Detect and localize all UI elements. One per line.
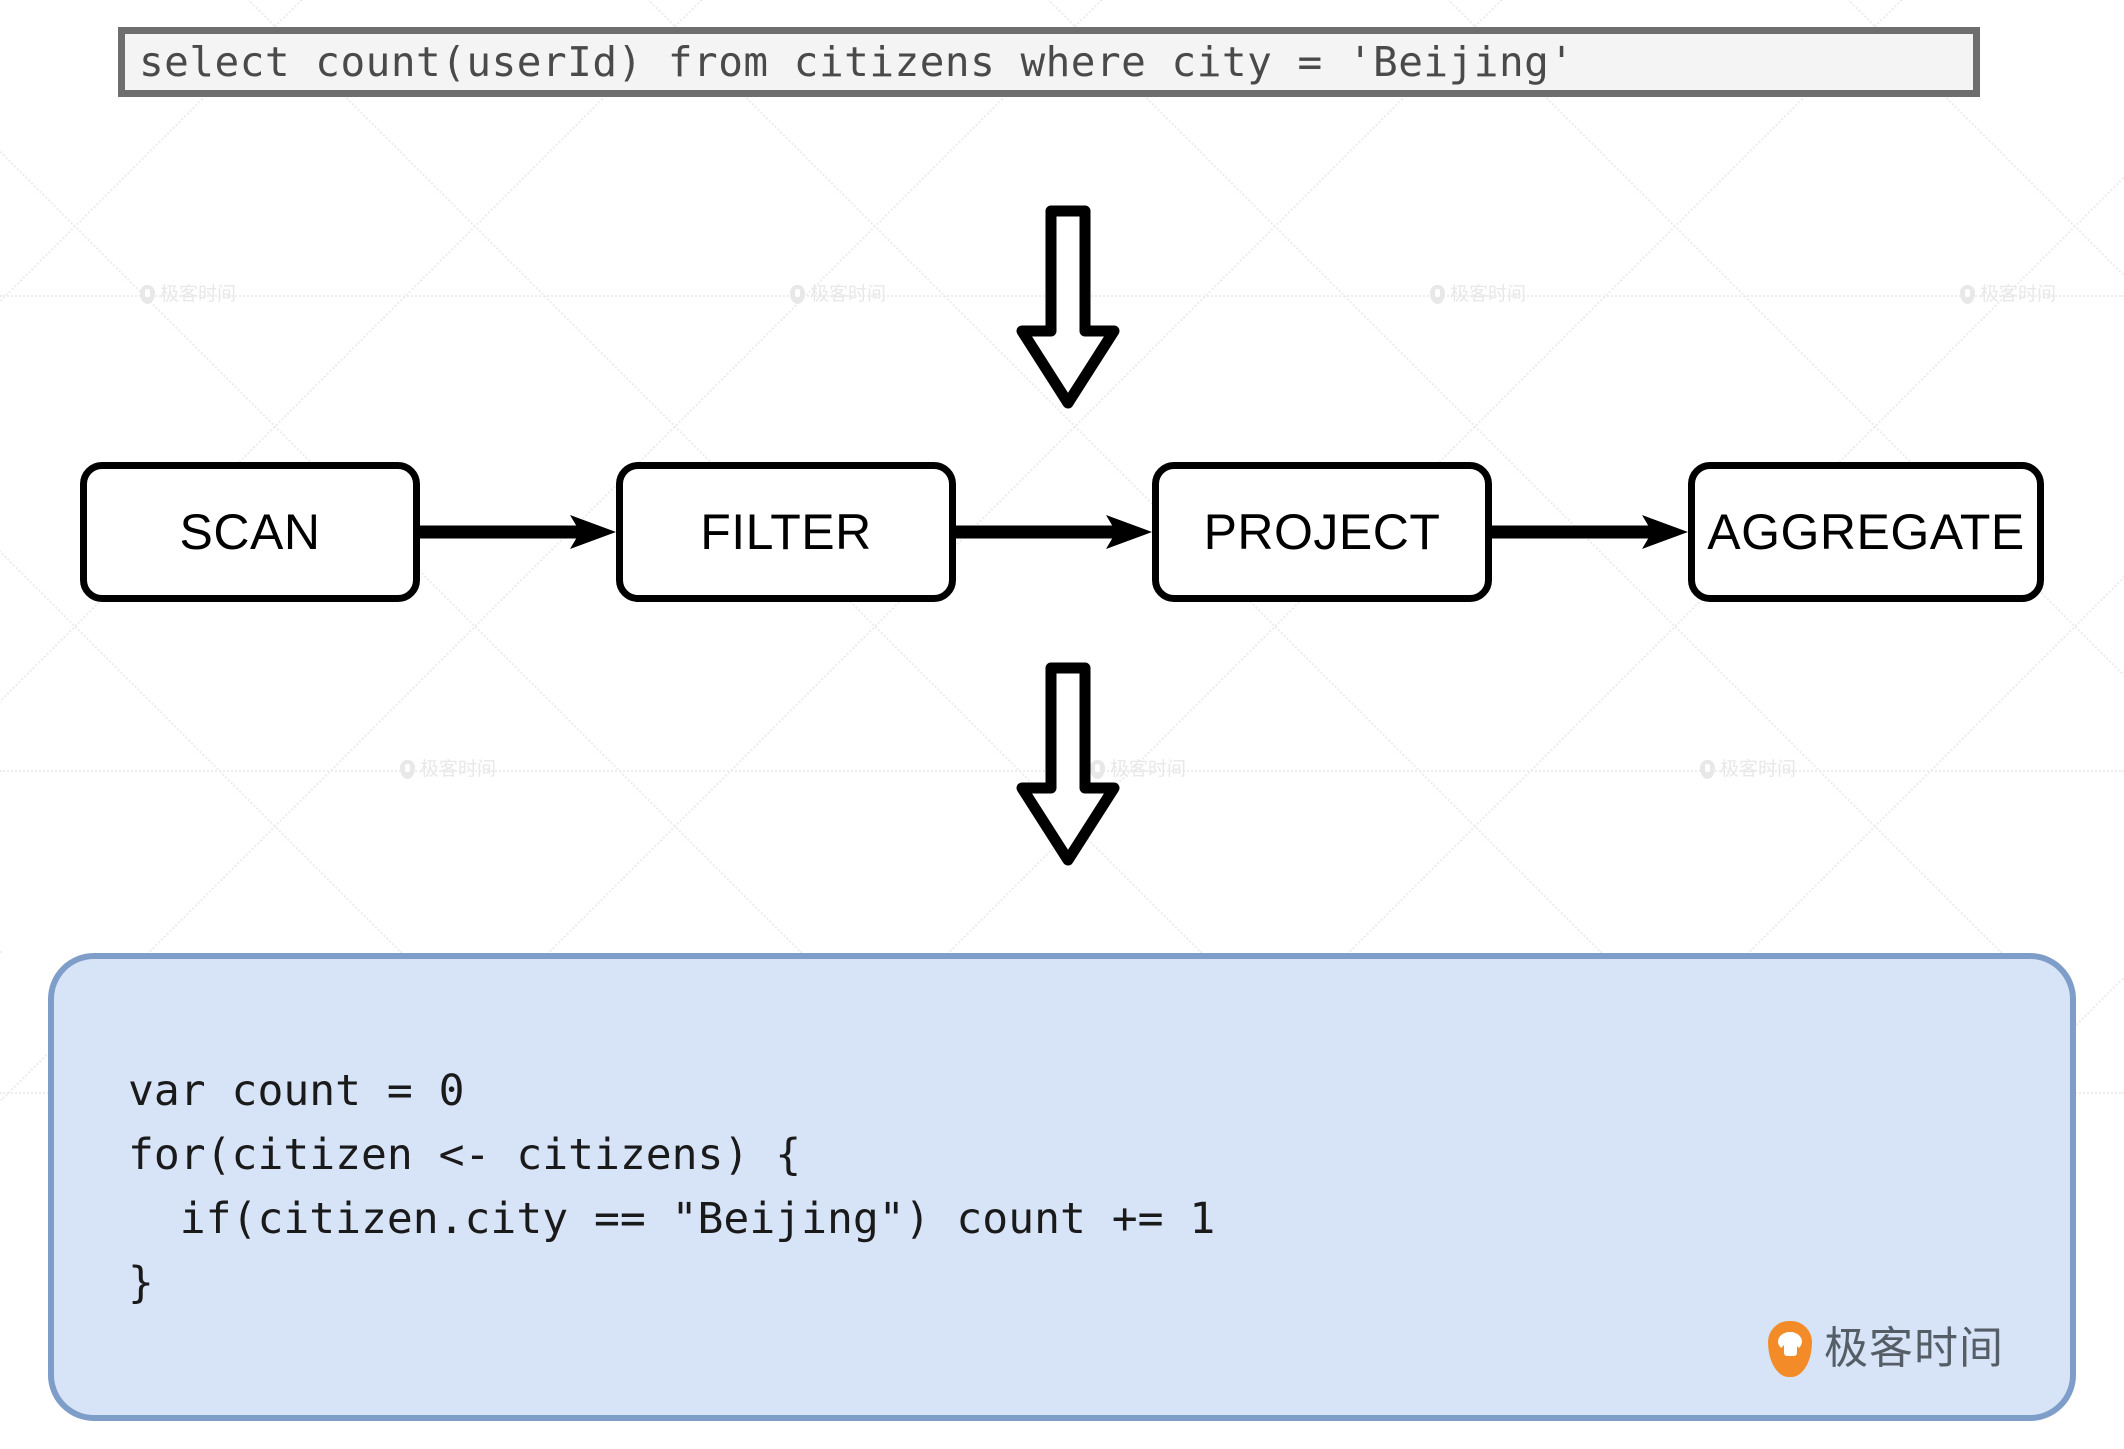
location-pin-icon xyxy=(1430,285,1445,304)
down-arrow-pipeline-to-code xyxy=(1016,662,1120,866)
geektime-logo: 极客时间 xyxy=(1768,1321,2004,1377)
operator-label-project: PROJECT xyxy=(1203,504,1441,560)
connector-arrow-filter-to-project xyxy=(956,515,1152,549)
operator-box-project[interactable]: PROJECT xyxy=(1152,462,1492,602)
operator-box-scan[interactable]: SCAN xyxy=(80,462,420,602)
watermark-logo: 极客时间 xyxy=(140,285,236,304)
watermark-logo: 极客时间 xyxy=(790,285,886,304)
location-pin-icon xyxy=(140,285,155,304)
location-pin-icon xyxy=(790,285,805,304)
watermark-logo: 极客时间 xyxy=(1700,760,1796,779)
operator-label-scan: SCAN xyxy=(179,504,321,560)
operator-box-aggregate[interactable]: AGGREGATE xyxy=(1688,462,2044,602)
generated-code-text: var count = 0 for(citizen <- citizens) {… xyxy=(128,1066,1216,1308)
operator-label-filter: FILTER xyxy=(700,504,872,560)
location-pin-icon xyxy=(400,760,415,779)
watermark-logo-text: 极客时间 xyxy=(420,758,497,780)
generated-code-panel: var count = 0 for(citizen <- citizens) {… xyxy=(48,953,2076,1421)
sql-query-text: select count(userId) from citizens where… xyxy=(139,38,1575,86)
watermark-logo-text: 极客时间 xyxy=(160,283,237,305)
watermark-logo-text: 极客时间 xyxy=(1720,758,1797,780)
watermark-logo: 极客时间 xyxy=(1960,285,2056,304)
watermark-logo-text: 极客时间 xyxy=(1450,283,1527,305)
sql-query-box: select count(userId) from citizens where… xyxy=(118,27,1980,97)
operator-box-filter[interactable]: FILTER xyxy=(616,462,956,602)
location-pin-icon xyxy=(1960,285,1975,304)
location-pin-icon xyxy=(1700,760,1715,779)
watermark-logo: 极客时间 xyxy=(400,760,496,779)
watermark-logo: 极客时间 xyxy=(1430,285,1526,304)
geektime-logo-text: 极客时间 xyxy=(1824,1323,2004,1374)
location-pin-icon xyxy=(1768,1321,1812,1377)
watermark-logo-text: 极客时间 xyxy=(810,283,887,305)
operator-label-aggregate: AGGREGATE xyxy=(1707,504,2025,560)
operator-pipeline: SCAN FILTER PROJECT AGGREGATE xyxy=(0,462,2124,607)
watermark-logo-text: 极客时间 xyxy=(1980,283,2057,305)
connector-arrow-project-to-aggregate xyxy=(1492,515,1688,549)
down-arrow-sql-to-pipeline xyxy=(1016,205,1120,409)
connector-arrow-scan-to-filter xyxy=(420,515,616,549)
